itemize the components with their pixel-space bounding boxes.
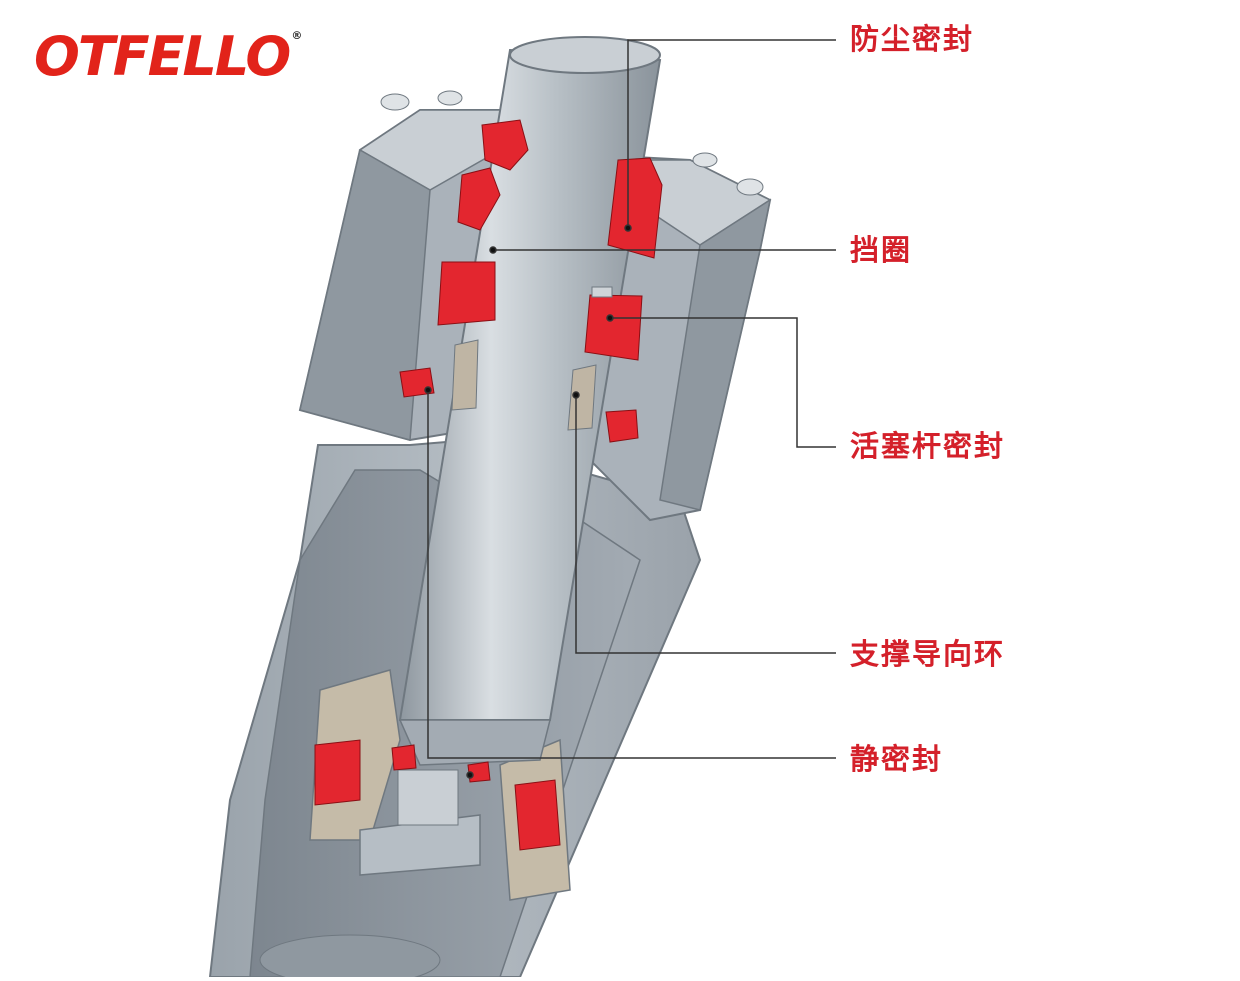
label-retaining-ring: 挡圈 bbox=[850, 233, 913, 267]
leader-line-guide-ring bbox=[575, 395, 836, 654]
leader-lines bbox=[424, 39, 836, 779]
label-rod-seal: 活塞杆密封 bbox=[850, 429, 1006, 463]
piston-assembly bbox=[259, 669, 571, 981]
retaining-rings bbox=[437, 261, 643, 361]
label-dust-seal: 防尘密封 bbox=[850, 22, 975, 56]
brand-logo-text: OTFELLO bbox=[34, 25, 291, 88]
guide-rings bbox=[451, 339, 597, 431]
leader-line-rod-seal bbox=[610, 317, 836, 448]
dust-seals bbox=[457, 119, 663, 259]
registered-mark: ® bbox=[291, 29, 303, 42]
label-guide-ring: 支撑导向环 bbox=[850, 637, 1006, 671]
leader-line-dust-seal bbox=[627, 39, 836, 228]
label-static-seal: 静密封 bbox=[850, 742, 944, 776]
piston-seals bbox=[314, 739, 561, 851]
brand-logo: OTFELLO® bbox=[34, 30, 302, 84]
leader-line-static-seal bbox=[427, 390, 836, 759]
